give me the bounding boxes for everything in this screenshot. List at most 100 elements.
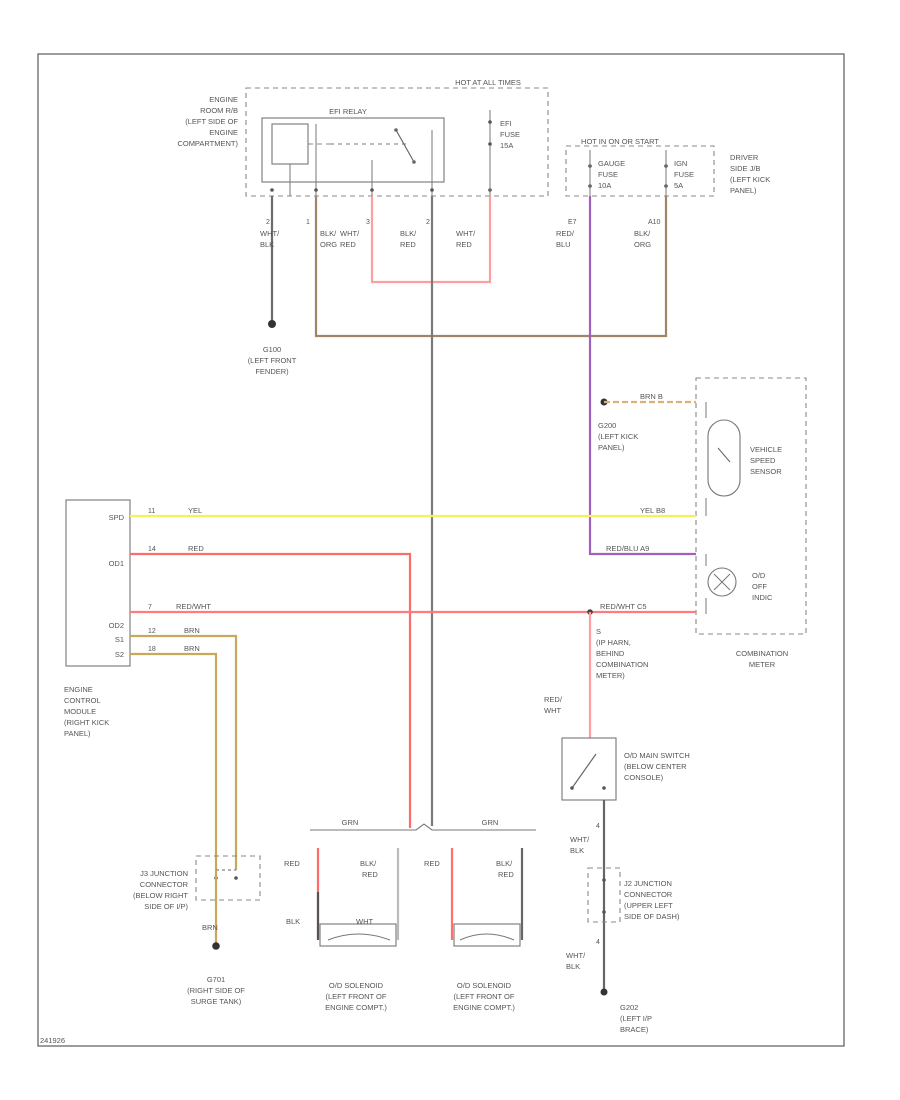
solenoid-hdr-2: GRN xyxy=(482,818,499,827)
sol2-wire-blkred-2: RED xyxy=(498,870,514,879)
wire-brn-s1 xyxy=(130,634,238,870)
engine-room-relay-box xyxy=(245,87,549,197)
relay-box-location-5: COMPARTMENT) xyxy=(177,139,238,148)
ecm-wire-brn1-color: BRN xyxy=(184,626,200,635)
svg-text:RED: RED xyxy=(400,240,416,249)
red-wht-vert-1: RED/ xyxy=(544,695,563,704)
svg-text:ORG: ORG xyxy=(634,240,651,249)
svg-text:ORG: ORG xyxy=(320,240,337,249)
ecm-label-5: PANEL) xyxy=(64,729,91,738)
ecm-label-4: (RIGHT KICK xyxy=(64,718,109,727)
meter-pin-yel: YEL B8 xyxy=(640,506,665,515)
splice-label-4: COMBINATION xyxy=(596,660,648,669)
ecm-pin-od1: OD1 xyxy=(109,559,124,568)
od-indic-label-3: INDIC xyxy=(752,593,773,602)
j3-junction-connector xyxy=(195,855,261,901)
gauge-fuse-1: GAUGE xyxy=(598,159,625,168)
wire-brn-s2 xyxy=(130,652,218,870)
g200-label-3: PANEL) xyxy=(598,443,625,452)
j3-label-2: CONNECTOR xyxy=(140,880,189,889)
od-solenoid-1 xyxy=(319,923,397,947)
sol1-label-2: (LEFT FRONT OF xyxy=(326,992,387,1001)
sol2-wire-blkred-1: BLK/ xyxy=(496,859,513,868)
gauge-fuse-3: 10A xyxy=(598,181,611,190)
od-solenoid-2 xyxy=(453,923,521,947)
ecm-wire-red-color: RED xyxy=(188,544,204,553)
ecm-label-1: ENGINE xyxy=(64,685,93,694)
ecm-wire-brn2-pin: 18 xyxy=(148,646,156,653)
g701-label-1: G701 xyxy=(207,975,225,984)
j2-pin: 4 xyxy=(596,939,600,946)
jb-location-3: (LEFT KICK xyxy=(730,175,770,184)
meter-pin-red-wht: RED/WHT C5 xyxy=(600,602,647,611)
relay-box-hot-label: HOT AT ALL TIMES xyxy=(455,78,521,87)
relay-switch-contact xyxy=(395,129,415,163)
svg-text:E7: E7 xyxy=(568,219,577,226)
od-main-switch-box xyxy=(561,737,617,801)
solenoid-harness-line xyxy=(310,823,536,831)
diagram-footer-id: 241926 xyxy=(40,1036,65,1045)
ecm-pin-s2: S2 xyxy=(115,650,124,659)
relay-wire-labels: 2 WHT/ BLK 1 BLK/ ORG 3 WHT/ RED 2 BLK/ … xyxy=(260,219,661,249)
jb-location-4: PANEL) xyxy=(730,186,757,195)
sol1-label-1: O/D SOLENOID xyxy=(329,981,384,990)
j3-label-3: (BELOW RIGHT xyxy=(133,891,188,900)
svg-text:BLK/: BLK/ xyxy=(634,229,651,238)
efi-relay-box xyxy=(261,117,445,183)
sol1-wire-wht-label: WHT xyxy=(356,917,373,926)
svg-text:RED: RED xyxy=(340,240,356,249)
g202-label-2: (LEFT I/P xyxy=(620,1014,652,1023)
svg-text:A10: A10 xyxy=(648,219,661,226)
g701-label-3: SURGE TANK) xyxy=(191,997,242,1006)
ecm-wire-redwht-pin: 7 xyxy=(148,604,152,611)
diagram-frame xyxy=(37,53,845,1047)
od-switch-label-1: O/D MAIN SWITCH xyxy=(624,751,690,760)
ground-g100-label-1: G100 xyxy=(263,345,281,354)
od-switch-label-2: (BELOW CENTER xyxy=(624,762,687,771)
sol2-wire-red-label: RED xyxy=(424,859,440,868)
svg-text:BLK/: BLK/ xyxy=(400,229,417,238)
sol2-label-2: (LEFT FRONT OF xyxy=(454,992,515,1001)
speed-sensor-label-2: SPEED xyxy=(750,456,776,465)
driver-side-jb xyxy=(565,145,715,197)
g200-label-1: G200 xyxy=(598,421,616,430)
red-wht-vert-2: WHT xyxy=(544,706,561,715)
svg-text:BLK/: BLK/ xyxy=(320,229,337,238)
od-indic-label-2: OFF xyxy=(752,582,767,591)
j2-label-3: (UPPER LEFT xyxy=(624,901,673,910)
svg-text:RED: RED xyxy=(456,240,472,249)
g202-label-1: G202 xyxy=(620,1003,638,1012)
speed-sensor-label-1: VEHICLE xyxy=(750,445,782,454)
ign-fuse-3: 5A xyxy=(674,181,683,190)
ground-g202-point xyxy=(600,988,608,996)
od-off-indicator-lamp xyxy=(707,567,737,597)
combination-meter-box xyxy=(695,377,807,635)
splice-label-5: METER) xyxy=(596,671,625,680)
combination-meter-label-1: COMBINATION xyxy=(736,649,788,658)
relay-coil xyxy=(271,123,309,165)
ecm-label-3: MODULE xyxy=(64,707,96,716)
ecm-label-2: CONTROL xyxy=(64,696,101,705)
switch-wire-2: BLK xyxy=(570,846,584,855)
g202-label-3: BRACE) xyxy=(620,1025,649,1034)
j3-wire-label: BRN xyxy=(202,923,218,932)
combination-meter-label-2: METER xyxy=(749,660,776,669)
g200-wire-label: BRN B xyxy=(640,392,663,401)
sol1-wire-blkred-1: BLK/ xyxy=(360,859,377,868)
ecm-wire-yel-pin: 11 xyxy=(148,508,155,515)
svg-text:3: 3 xyxy=(366,219,370,226)
jb-hot-label: HOT IN ON OR START xyxy=(581,137,659,146)
relay-box-location-2: ROOM R/B xyxy=(200,106,238,115)
switch-pin: 4 xyxy=(596,823,600,830)
svg-text:1: 1 xyxy=(306,219,310,226)
splice-label-2: (IP HARN, xyxy=(596,638,631,647)
ign-fuse-2: FUSE xyxy=(674,170,694,179)
j2-label-1: J2 JUNCTION xyxy=(624,879,672,888)
ecm-pin-s1: S1 xyxy=(115,635,124,644)
g701-label-2: (RIGHT SIDE OF xyxy=(187,986,245,995)
j2-label-4: SIDE OF DASH) xyxy=(624,912,680,921)
ground-g701-point xyxy=(212,942,220,950)
relay-box-location-3: (LEFT SIDE OF xyxy=(185,117,238,126)
